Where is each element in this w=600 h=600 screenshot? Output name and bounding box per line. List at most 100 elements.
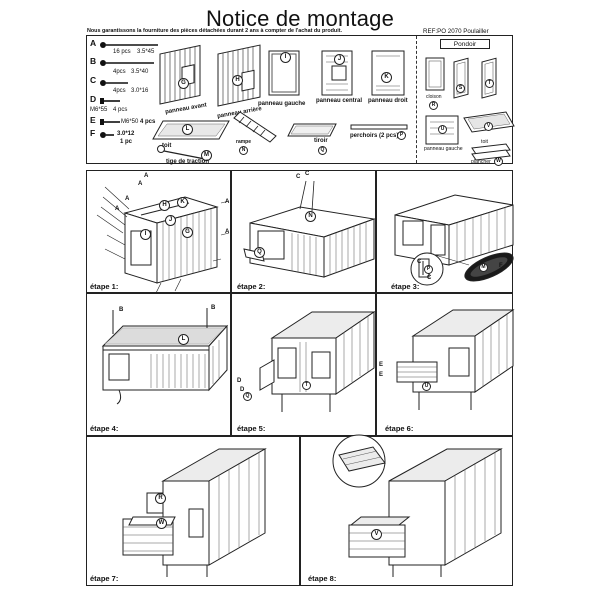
step-1-callout-j: J: [165, 215, 176, 226]
step-1-label-a3: A: [125, 196, 130, 202]
perch-icon: [350, 124, 408, 130]
step-6-label-e2: E: [379, 372, 384, 378]
step-2-label: étape 2:: [237, 282, 266, 291]
pondoir-gauche-label: panneau gauche: [424, 146, 463, 152]
step-4-callout-l: L: [178, 334, 189, 345]
step-2-callout-n: N: [305, 211, 316, 222]
guarantee-text: Nous garantissons la fourniture des pièc…: [87, 28, 343, 34]
step-6-panel: E E U étape 6:: [376, 293, 515, 436]
step-3-label-c: C: [417, 259, 422, 265]
step-2-callout-q: Q: [254, 247, 265, 258]
hardware-letter-d: D: [90, 94, 97, 104]
panel-central-label: panneau central: [316, 98, 363, 104]
panel-left-icon: [268, 50, 405, 96]
callout-w: W: [494, 157, 503, 166]
step-5-label-d1: D: [237, 378, 242, 384]
step-3-illustration: [394, 194, 514, 286]
step-2-panel: C C N Q étape 2:: [231, 170, 376, 293]
step-2-illustration: [243, 180, 376, 278]
screw-a-icon: [100, 42, 158, 48]
step-4-illustration: [101, 308, 229, 405]
step-1-label-a6: A: [225, 229, 230, 235]
callout-i: I: [280, 52, 291, 63]
step-5-label-d2: D: [240, 387, 245, 393]
bolt-d-icon: [100, 98, 120, 104]
bolt-e-icon: [100, 119, 120, 125]
step-1-callout-i: I: [140, 229, 151, 240]
callout-q: Q: [318, 146, 327, 155]
hardware-qty-a: 16 pcs: [113, 49, 131, 55]
step-7-panel: R W étape 7:: [86, 436, 300, 586]
step-1-label: étape 1:: [90, 282, 119, 291]
callout-p: P: [397, 131, 406, 140]
hardware-letter-a: A: [90, 38, 97, 48]
screw-b-icon: [100, 60, 154, 66]
hardware-letter-b: B: [90, 56, 97, 66]
parts-divider: [416, 36, 417, 163]
step-4-label: étape 4:: [90, 424, 119, 433]
hardware-size-e: M6*50: [121, 119, 139, 125]
parts-list-box: [86, 35, 513, 164]
callout-v: V: [484, 122, 493, 131]
reference-text: REF:PO 2070 Poulailler: [423, 28, 489, 35]
step-3-label: étape 3:: [391, 282, 420, 291]
callout-u: U: [438, 125, 447, 134]
hardware-size-a: 3.5*45: [137, 49, 155, 55]
step-8-illustration: [332, 434, 503, 577]
hardware-qty-c: 4pcs: [113, 88, 126, 94]
hardware-size-d: M6*55: [90, 107, 108, 113]
hardware-size-f: 3.0*12: [117, 131, 135, 137]
hardware-size-b: 3.5*40: [131, 69, 149, 75]
callout-j: J: [334, 54, 345, 65]
step-1-callout-h: H: [159, 200, 170, 211]
pondoir-title: Pondoir: [440, 39, 490, 49]
step-7-callout-w: W: [156, 518, 167, 529]
callout-n: N: [239, 146, 248, 155]
callout-h: H: [232, 75, 243, 86]
hardware-letter-e: E: [90, 115, 96, 125]
perches-label: perchoirs (2 pcs): [350, 133, 399, 139]
step-5-illustration: [259, 311, 376, 412]
callout-t: T: [485, 79, 494, 88]
step-4-label-b1: B: [119, 307, 124, 313]
drawer-label: tiroir: [314, 138, 328, 144]
hardware-qty-b: 4pcs: [113, 69, 126, 75]
hardware-qty-d: 4 pcs: [113, 107, 128, 113]
hardware-qty-e: 4 pcs: [140, 119, 156, 125]
step-3-label-c2: C: [427, 275, 432, 281]
callout-s: S: [456, 84, 465, 93]
callout-m: M: [201, 150, 212, 161]
pull-rod-label: tige de traction: [166, 159, 210, 165]
pull-rod-icon: [157, 145, 206, 160]
step-3-label-f: F: [499, 263, 503, 269]
ramp-label: rampe: [236, 139, 252, 145]
hardware-letter-c: C: [90, 75, 97, 85]
step-1-label-a4: A: [115, 206, 120, 212]
step-1-callout-k: K: [177, 197, 188, 208]
callout-k: K: [381, 72, 392, 83]
step-1-label-a1: A: [144, 173, 149, 179]
callout-g: G: [178, 78, 189, 89]
step-6-callout-u: U: [422, 382, 431, 391]
step-3-callout-p: P: [424, 265, 433, 274]
drawer-icon: [287, 123, 337, 137]
pondoir-plancher-label: plancher: [471, 159, 491, 165]
step-4-label-b2: B: [211, 305, 216, 311]
screw-f-icon: [100, 132, 114, 138]
step-7-callout-r: R: [155, 493, 166, 504]
step-6-illustration: [396, 309, 515, 410]
step-8-label: étape 8:: [308, 574, 337, 583]
cloison-label: cloison: [426, 94, 442, 100]
panel-gauche-label: panneau gauche: [258, 101, 306, 107]
step-6-label-e1: E: [379, 362, 384, 368]
hardware-size-c: 3.0*16: [131, 88, 149, 94]
callout-r: R: [429, 101, 438, 110]
step-2-label-c2: C: [305, 171, 310, 177]
step-1-label-a2: A: [138, 181, 143, 187]
panel-droit-label: panneau droit: [368, 98, 408, 104]
step-5-callout-q: Q: [243, 392, 252, 401]
step-1-illustration: [96, 186, 230, 296]
step-8-callout-v: V: [371, 529, 382, 540]
pondoir-toit-label: toit: [481, 139, 488, 145]
hardware-qty-f: 1 pc: [120, 139, 133, 145]
